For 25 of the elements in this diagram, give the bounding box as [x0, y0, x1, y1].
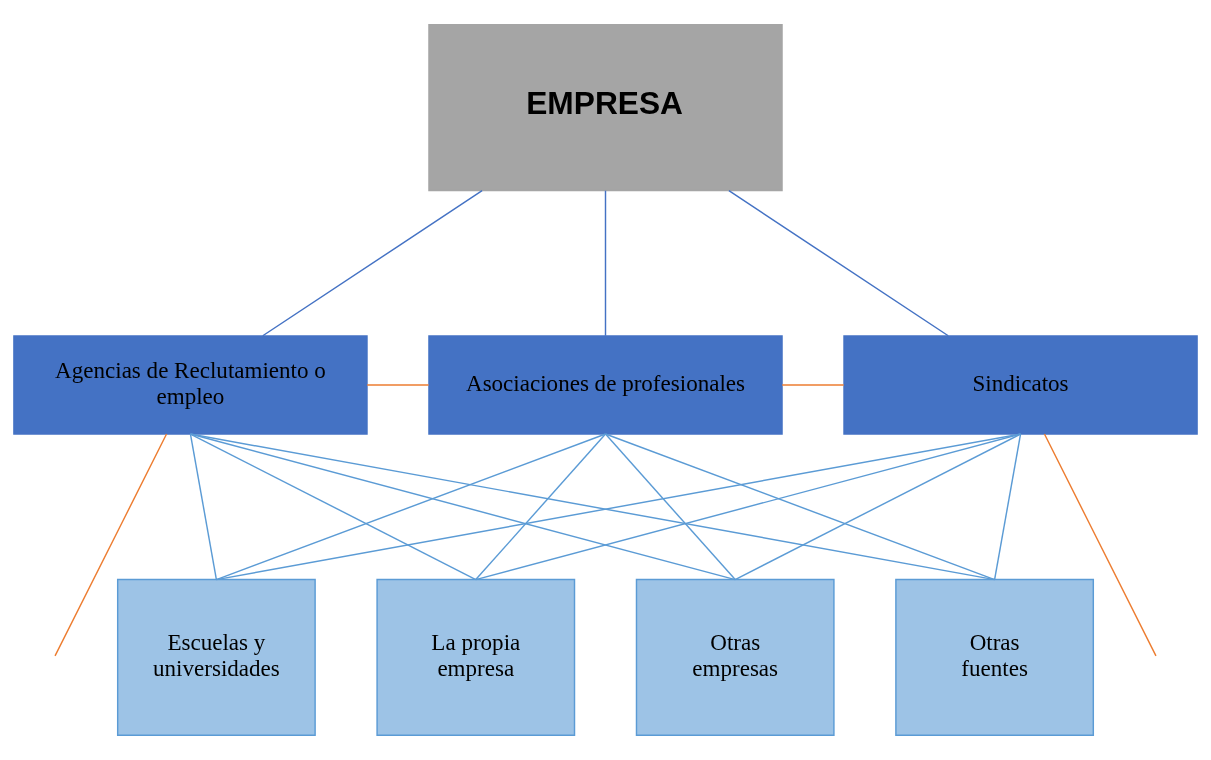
node-box: Otras empresas — [635, 578, 835, 736]
connector — [734, 433, 1022, 581]
node-box: Escuelas y universidades — [116, 578, 316, 736]
node-box: EMPRESA — [428, 24, 783, 192]
connector — [475, 433, 607, 581]
connector — [189, 433, 477, 581]
connector — [728, 189, 949, 337]
node-box: Agencias de Reclutamiento o empleo — [13, 335, 368, 435]
connector — [604, 433, 996, 581]
connector — [366, 384, 430, 386]
node-box: Asociaciones de profesionales — [428, 335, 783, 435]
connector — [262, 189, 483, 337]
connector — [189, 433, 218, 581]
node-box: Sindicatos — [843, 335, 1198, 435]
connector — [215, 433, 607, 581]
node-box: La propia empresa — [376, 578, 576, 736]
connector — [475, 433, 1022, 581]
connector — [781, 384, 845, 386]
connector — [54, 433, 168, 657]
node-box: Otras fuentes — [895, 578, 1095, 736]
connector — [1043, 433, 1157, 657]
connector — [604, 189, 607, 337]
connector — [189, 433, 736, 581]
connector — [604, 433, 736, 581]
connector — [993, 433, 1022, 581]
